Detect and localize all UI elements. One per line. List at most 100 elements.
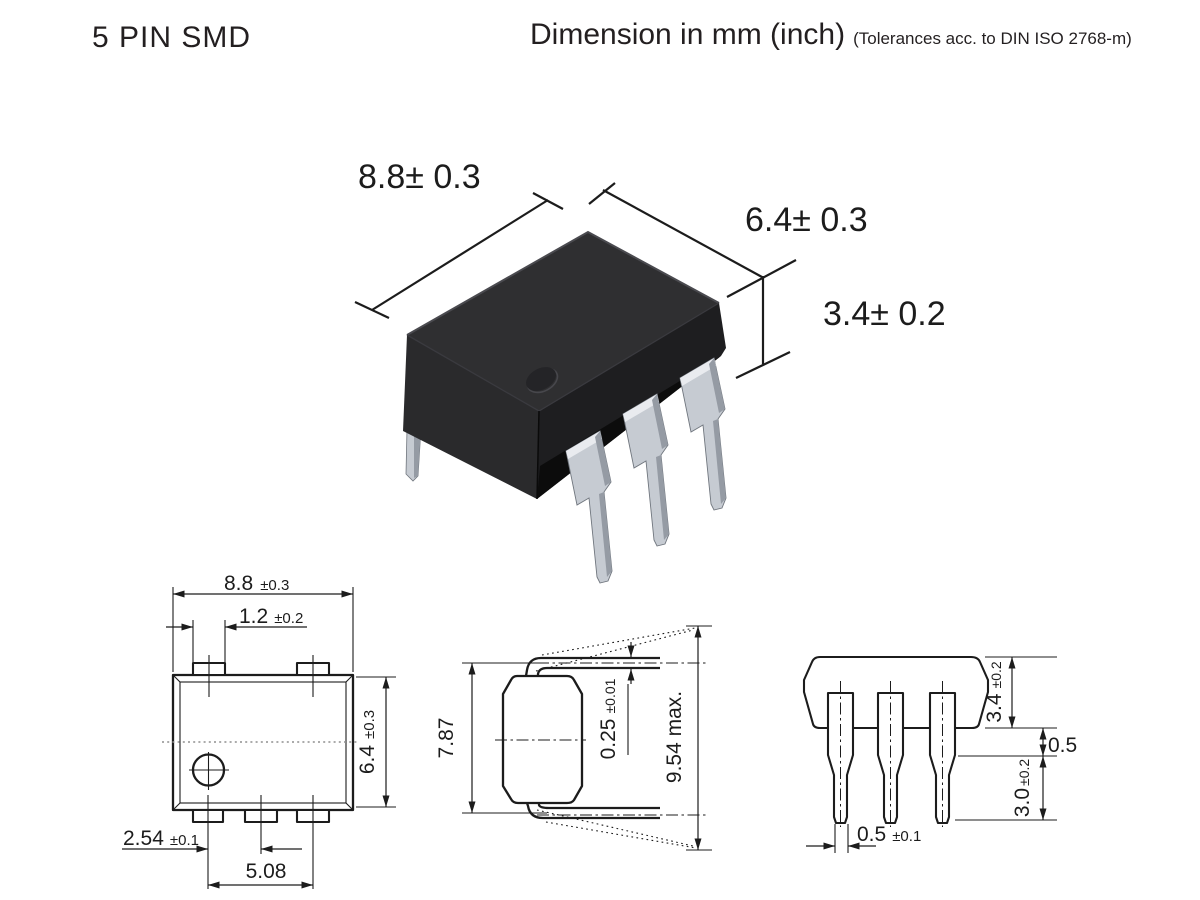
side-dim-lead-thickness-label: 0.25 ±0.01 [597,678,620,759]
front-dim-standoff-label: 0.5 [1048,734,1077,757]
front-dim-lead-length-tol: ±0.2 [1016,759,1032,786]
front-view-package [802,655,990,827]
side-dim-lead-thickness-tol: ±0.01 [602,678,618,713]
dimension-unit-text: Dimension in mm (inch) [530,18,846,51]
iso-dim-height-label: 3.4± 0.2 [823,295,946,333]
side-view-package [495,627,707,849]
front-pin-1 [826,691,855,825]
top-dim-pin-span: 5.08 [208,860,313,889]
top-dim-pin-pitch: 2.54 ±0.1 [122,827,302,853]
iso-pin-2-highlight [623,394,659,422]
front-dim-tip-width: 0.5 ±0.1 [806,823,921,853]
top-dim-pin-pitch-value: 2.54 [123,827,164,850]
iso-pin-2 [622,393,670,547]
side-lead-top-inner [536,666,660,676]
iso-pin-left-shade [414,428,421,478]
iso-dim-depth-label: 6.4± 0.3 [745,201,868,239]
front-dim-standoff: 0.5 [1039,728,1077,757]
iso-pin-1-leg-shade [599,492,612,577]
iso-dim-depth-tick [588,182,616,205]
iso-pin-1-highlight [566,431,602,459]
top-dim-body-width-value: 8.8 [224,572,253,595]
iso-body-top-face [407,232,719,411]
front-dim-lead-length: 3.0 ±0.2 [955,755,1057,821]
iso-dim-depth: 6.4± 0.3 [588,182,868,278]
iso-body-top-edge-highlight [406,230,720,336]
side-projection-bottom-2 [545,821,697,849]
top-dim-body-depth-tol: ±0.3 [361,710,378,739]
top-dim-body-depth-value: 6.4 [356,745,379,775]
iso-dim-depth-line [602,189,763,278]
front-view: 3.4 ±0.2 0.5 3.0 ±0.2 0.5 ±0.1 [802,655,1077,853]
front-dim-body-height-tol: ±0.2 [988,661,1004,688]
page-title: 5 PIN SMD [92,21,252,54]
iso-pin-3-leg-shade [713,419,726,504]
side-dim-body-length-label: 7.87 [435,718,458,759]
front-dim-body-height-label: 3.4 ±0.2 [983,661,1006,723]
front-dim-body-height-value: 3.4 [983,693,1006,723]
side-lead-bottom-inner [537,803,660,810]
top-dim-pin-pitch-tol: ±0.1 [170,832,199,849]
top-view-package [162,655,358,889]
side-body-outline [501,674,584,805]
side-view: 7.87 0.25 ±0.01 9.54 max. [435,625,712,851]
top-dim-pin-width: 1.2 ±0.2 [166,605,307,662]
top-corner-diag-4 [172,802,181,811]
front-dim-lead-length-value: 3.0 [1011,788,1034,817]
iso-dim-height-tick-bottom [735,351,791,379]
top-view: 8.8 ±0.3 1.2 ±0.2 6.4 ±0.3 2.54 ±0.1 [122,572,396,889]
iso-pin-2-shade [652,394,668,449]
iso-pin-1 [565,430,613,584]
iso-pin-1-shade [595,431,611,486]
top-corner-diag-2 [345,674,354,683]
side-dim-body-length: 7.87 [435,662,547,814]
top-dim-pin-width-value: 1.2 [239,605,268,628]
top-dim-body-width-label: 8.8 ±0.3 [224,572,289,595]
side-dim-lead-thickness: 0.25 ±0.01 [597,642,635,759]
top-dim-pin-width-tol: ±0.2 [274,610,303,627]
tolerance-note: (Tolerances acc. to DIN ISO 2768-m) [853,29,1132,48]
front-dim-tip-width-tol: ±0.1 [892,828,921,845]
iso-dim-height: 3.4± 0.2 [726,259,946,379]
iso-dim-width-label: 8.8± 0.3 [358,158,481,196]
iso-dim-height-tick-top [726,259,797,298]
iso-view: 8.8± 0.3 6.4± 0.3 3.4± 0.2 [354,158,946,584]
iso-pin-3-highlight [680,358,716,386]
top-dim-pin-width-label: 1.2 ±0.2 [239,605,303,628]
side-lead-bottom-outer [525,802,660,820]
iso-dim-width-line [371,199,549,311]
top-corner-diag-3 [345,802,354,811]
top-dim-body-depth-label: 6.4 ±0.3 [356,710,379,774]
iso-package [403,230,727,584]
iso-body-left-face [403,335,539,499]
iso-body-corner-edge [536,410,540,500]
top-dim-pin-pitch-label: 2.54 ±0.1 [123,827,199,850]
side-dim-lead-thickness-value: 0.25 [597,719,620,760]
side-lead-top-outer [524,656,660,677]
iso-dimple [526,367,556,391]
iso-pin-3 [679,357,727,511]
top-dim-body-depth: 6.4 ±0.3 [356,676,396,808]
side-projection-top-2 [535,629,694,672]
front-dim-lead-length-label: 3.0 ±0.2 [1011,759,1034,818]
front-dim-tip-width-value: 0.5 [857,823,886,846]
header-dimension-note: Dimension in mm (inch) (Tolerances acc. … [530,18,1132,52]
iso-pin-3-shade [709,358,725,413]
iso-pin-2-leg-shade [656,455,669,540]
front-pin-2 [876,691,905,825]
iso-dim-width-tick-b [354,301,390,319]
iso-dim-width-tick-a [532,192,564,210]
side-dim-overall-label: 9.54 max. [663,691,686,783]
top-dim-body-width: 8.8 ±0.3 [172,572,354,672]
top-dim-body-width-tol: ±0.3 [260,577,289,594]
front-pin-3 [928,691,957,825]
front-dim-tip-width-label: 0.5 ±0.1 [857,823,921,846]
side-projection-top-1 [541,627,696,656]
iso-dim-width: 8.8± 0.3 [354,158,564,319]
side-dim-overall-length: 9.54 max. [663,625,712,851]
top-dim-pin-span-label: 5.08 [246,860,287,883]
side-projection-bottom-1 [536,809,694,847]
front-dim-body-height: 3.4 ±0.2 [983,656,1057,729]
